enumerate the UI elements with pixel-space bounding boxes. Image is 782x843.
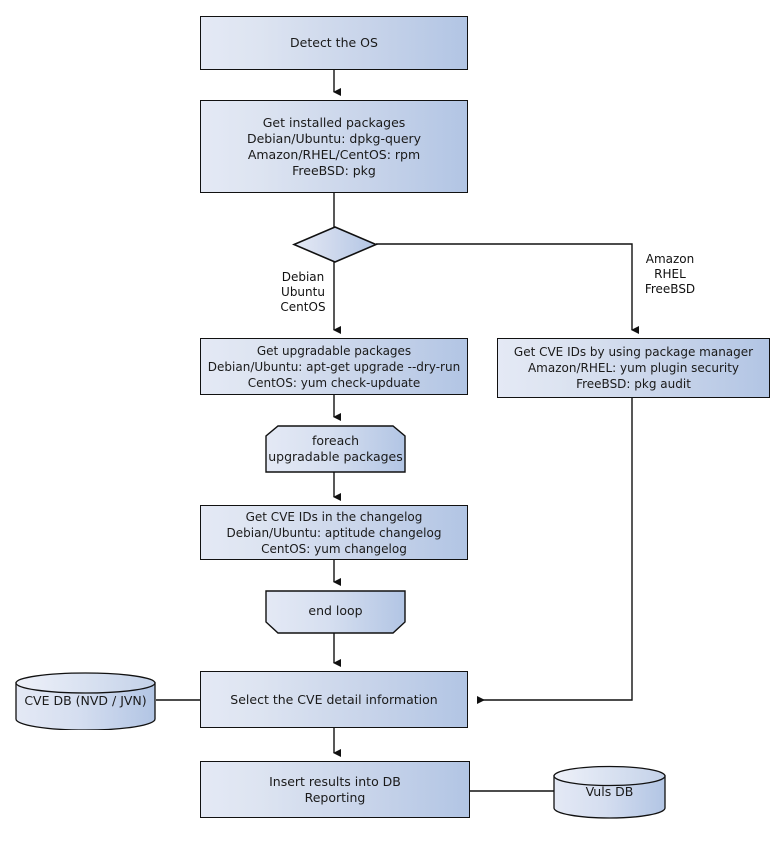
node-cve-db[interactable]: CVE DB (NVD / JVN) — [14, 672, 157, 731]
node-get-cve-ids-changelog[interactable]: Get CVE IDs in the changelog Debian/Ubun… — [200, 505, 468, 560]
node-get-upgradable-packages-label: Get upgradable packages Debian/Ubuntu: a… — [207, 343, 461, 390]
node-get-upgradable-packages[interactable]: Get upgradable packages Debian/Ubuntu: a… — [200, 338, 468, 395]
node-insert-results[interactable]: Insert results into DB Reporting — [200, 761, 470, 818]
edge-decision-right-branch — [376, 243, 639, 334]
node-select-cve-detail-label: Select the CVE detail information — [230, 691, 438, 707]
node-get-installed-packages-label: Get installed packages Debian/Ubuntu: dp… — [246, 114, 422, 178]
node-detect-os[interactable]: Detect the OS — [200, 16, 468, 70]
loop-end-shape — [265, 590, 406, 634]
node-os-decision[interactable] — [291, 225, 379, 264]
node-get-cve-ids-package-manager[interactable]: Get CVE IDs by using package manager Ama… — [497, 338, 770, 398]
node-foreach-loop-start-label: foreach upgradable packages — [268, 433, 403, 464]
edge-label-left-branch: Debian Ubuntu CentOS — [280, 270, 326, 314]
node-cve-db-label: CVE DB (NVD / JVN) — [24, 693, 147, 708]
edge-pkg-manager-to-select-cve — [477, 398, 633, 704]
node-insert-results-label: Insert results into DB Reporting — [269, 773, 401, 805]
cve-db-cylinder-top — [15, 672, 156, 694]
node-vuls-db-label: Vuls DB — [585, 784, 634, 799]
node-get-cve-ids-package-manager-label: Get CVE IDs by using package manager Ama… — [513, 345, 754, 391]
node-get-installed-packages[interactable]: Get installed packages Debian/Ubuntu: dp… — [200, 100, 468, 193]
vuls-db-cylinder-top — [553, 765, 666, 787]
node-foreach-loop-start[interactable]: foreach upgradable packages — [265, 425, 406, 473]
edge-label-right-branch: Amazon RHEL FreeBSD — [644, 252, 696, 296]
decision-diamond-shape — [291, 226, 379, 263]
node-detect-os-label: Detect the OS — [290, 35, 378, 50]
node-end-loop[interactable]: end loop — [265, 590, 406, 634]
loop-start-shape — [265, 425, 406, 473]
node-get-cve-ids-changelog-label: Get CVE IDs in the changelog Debian/Ubun… — [226, 509, 442, 556]
node-select-cve-detail[interactable]: Select the CVE detail information — [200, 671, 468, 728]
node-vuls-db[interactable]: Vuls DB — [552, 765, 667, 819]
vuls-db-cylinder-body — [553, 775, 666, 819]
node-end-loop-label: end loop — [308, 603, 363, 618]
